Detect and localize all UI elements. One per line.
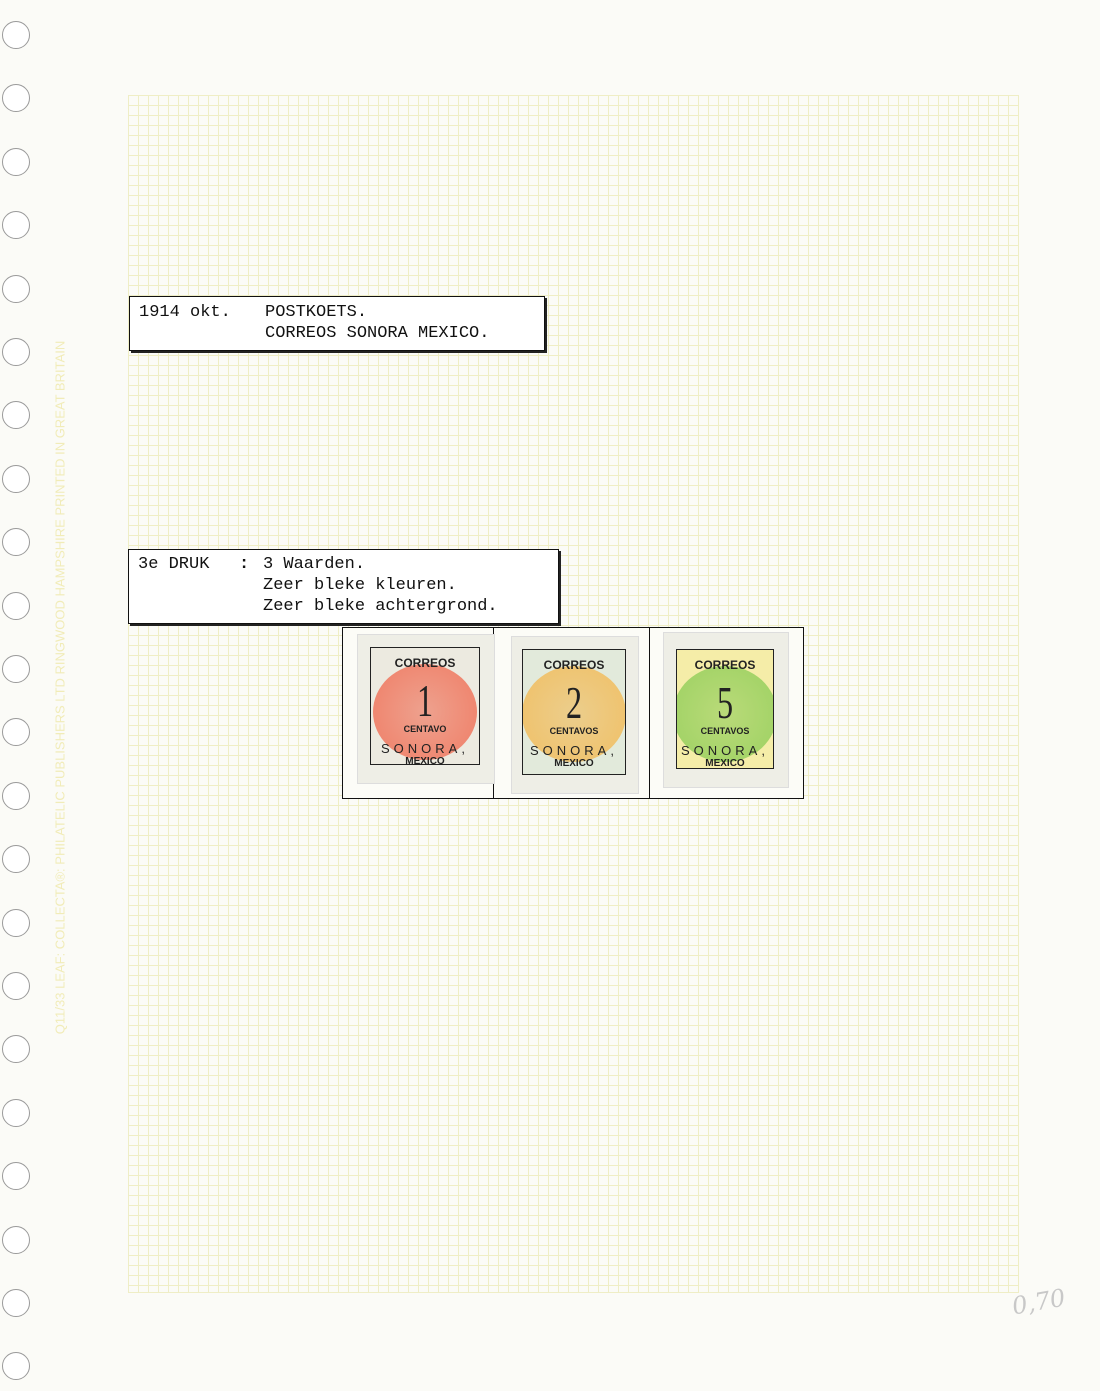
coin-emblem — [677, 666, 773, 762]
stamp-country: MEXICO — [405, 756, 445, 765]
stamp-state: SONORA, — [530, 743, 618, 758]
print-label: 3e DRUK : 3 Waarden. Zeer bleke kleuren.… — [128, 549, 559, 624]
header-label: 1914 okt. POSTKOETS. CORREOS SONORA MEXI… — [129, 296, 545, 351]
print-line: Zeer bleke achtergrond. — [263, 597, 498, 616]
issue-date: 1914 okt. — [139, 303, 231, 322]
stamp-correos: CORREOS — [543, 658, 605, 672]
stamp-state: SONORA, — [681, 743, 769, 758]
stamp-unit: CENTAVOS — [700, 726, 750, 736]
stamp-value: 2 — [565, 677, 583, 728]
binder-hole — [2, 845, 30, 874]
print-line: Zeer bleke kleuren. — [263, 576, 457, 595]
print-separator: : — [239, 555, 250, 574]
binder-hole — [2, 1352, 30, 1381]
stamp: CORREOS 5 CENTAVOS SONORA, MEXICO — [663, 632, 789, 788]
stamp-correos: CORREOS — [394, 656, 456, 670]
binder-hole — [2, 972, 30, 1000]
binder-hole — [2, 464, 30, 493]
binder-hole — [2, 1289, 30, 1317]
issue-title: POSTKOETS. — [265, 303, 368, 322]
binder-hole — [2, 655, 30, 683]
binder-hole — [2, 401, 30, 430]
stamp-country: MEXICO — [554, 758, 594, 769]
binder-hole — [2, 528, 30, 557]
binder-hole — [2, 274, 30, 303]
binder-hole — [2, 338, 30, 366]
binder-hole — [2, 1162, 30, 1191]
stamp: CORREOS 2 CENTAVOS SONORA, MEXICO — [511, 636, 639, 794]
binder-hole — [2, 1035, 30, 1064]
binder-hole — [2, 1225, 30, 1254]
binder-hole — [2, 84, 30, 113]
stamp-unit: CENTAVOS — [549, 726, 599, 736]
binder-hole — [2, 591, 30, 620]
stamp-frame: CORREOS 5 CENTAVOS SONORA, MEXICO — [676, 649, 774, 769]
binder-hole — [2, 147, 30, 176]
stamp-unit: CENTAVO — [403, 724, 447, 734]
binder-hole — [2, 21, 30, 49]
stamp-country: MEXICO — [705, 758, 745, 769]
stamp-correos: CORREOS — [694, 658, 756, 672]
stamp-frame: CORREOS 2 CENTAVOS SONORA, MEXICO — [522, 649, 626, 775]
coin-emblem — [373, 664, 477, 760]
stamp: CORREOS 1 CENTAVO SONORA, MEXICO — [357, 634, 495, 784]
binder-hole — [2, 718, 30, 747]
stamp-frame: CORREOS 1 CENTAVO SONORA, MEXICO — [370, 647, 480, 765]
stamp-cell — [493, 628, 650, 798]
stamp-value: 1 — [416, 675, 434, 726]
binder-hole — [2, 908, 30, 937]
binder-hole — [2, 781, 30, 810]
publisher-imprint: Q11/33 LEAF: COLLECTA®: PHILATELIC PUBLI… — [52, 340, 68, 1035]
print-title: 3e DRUK — [138, 555, 210, 574]
binder-hole — [2, 1098, 30, 1127]
issue-subtitle: CORREOS SONORA MEXICO. — [265, 324, 490, 343]
stamp-state: SONORA, — [381, 741, 469, 756]
stamp-value: 5 — [716, 677, 734, 728]
print-line: 3 Waarden. — [263, 555, 366, 574]
stamp-strip: CORREOS 1 CENTAVO SONORA, MEXICO CORREOS… — [342, 627, 804, 799]
binder-hole — [2, 211, 30, 240]
coin-emblem — [523, 666, 625, 762]
